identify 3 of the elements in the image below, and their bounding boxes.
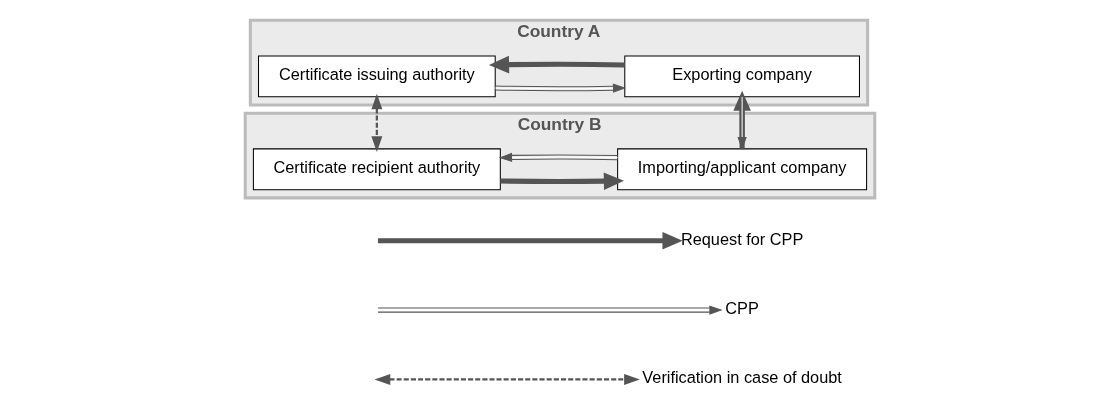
legend-label: CPP [725,298,759,317]
legend-label: Verification in case of doubt [642,368,842,387]
legend-label: Request for CPP [680,229,804,248]
